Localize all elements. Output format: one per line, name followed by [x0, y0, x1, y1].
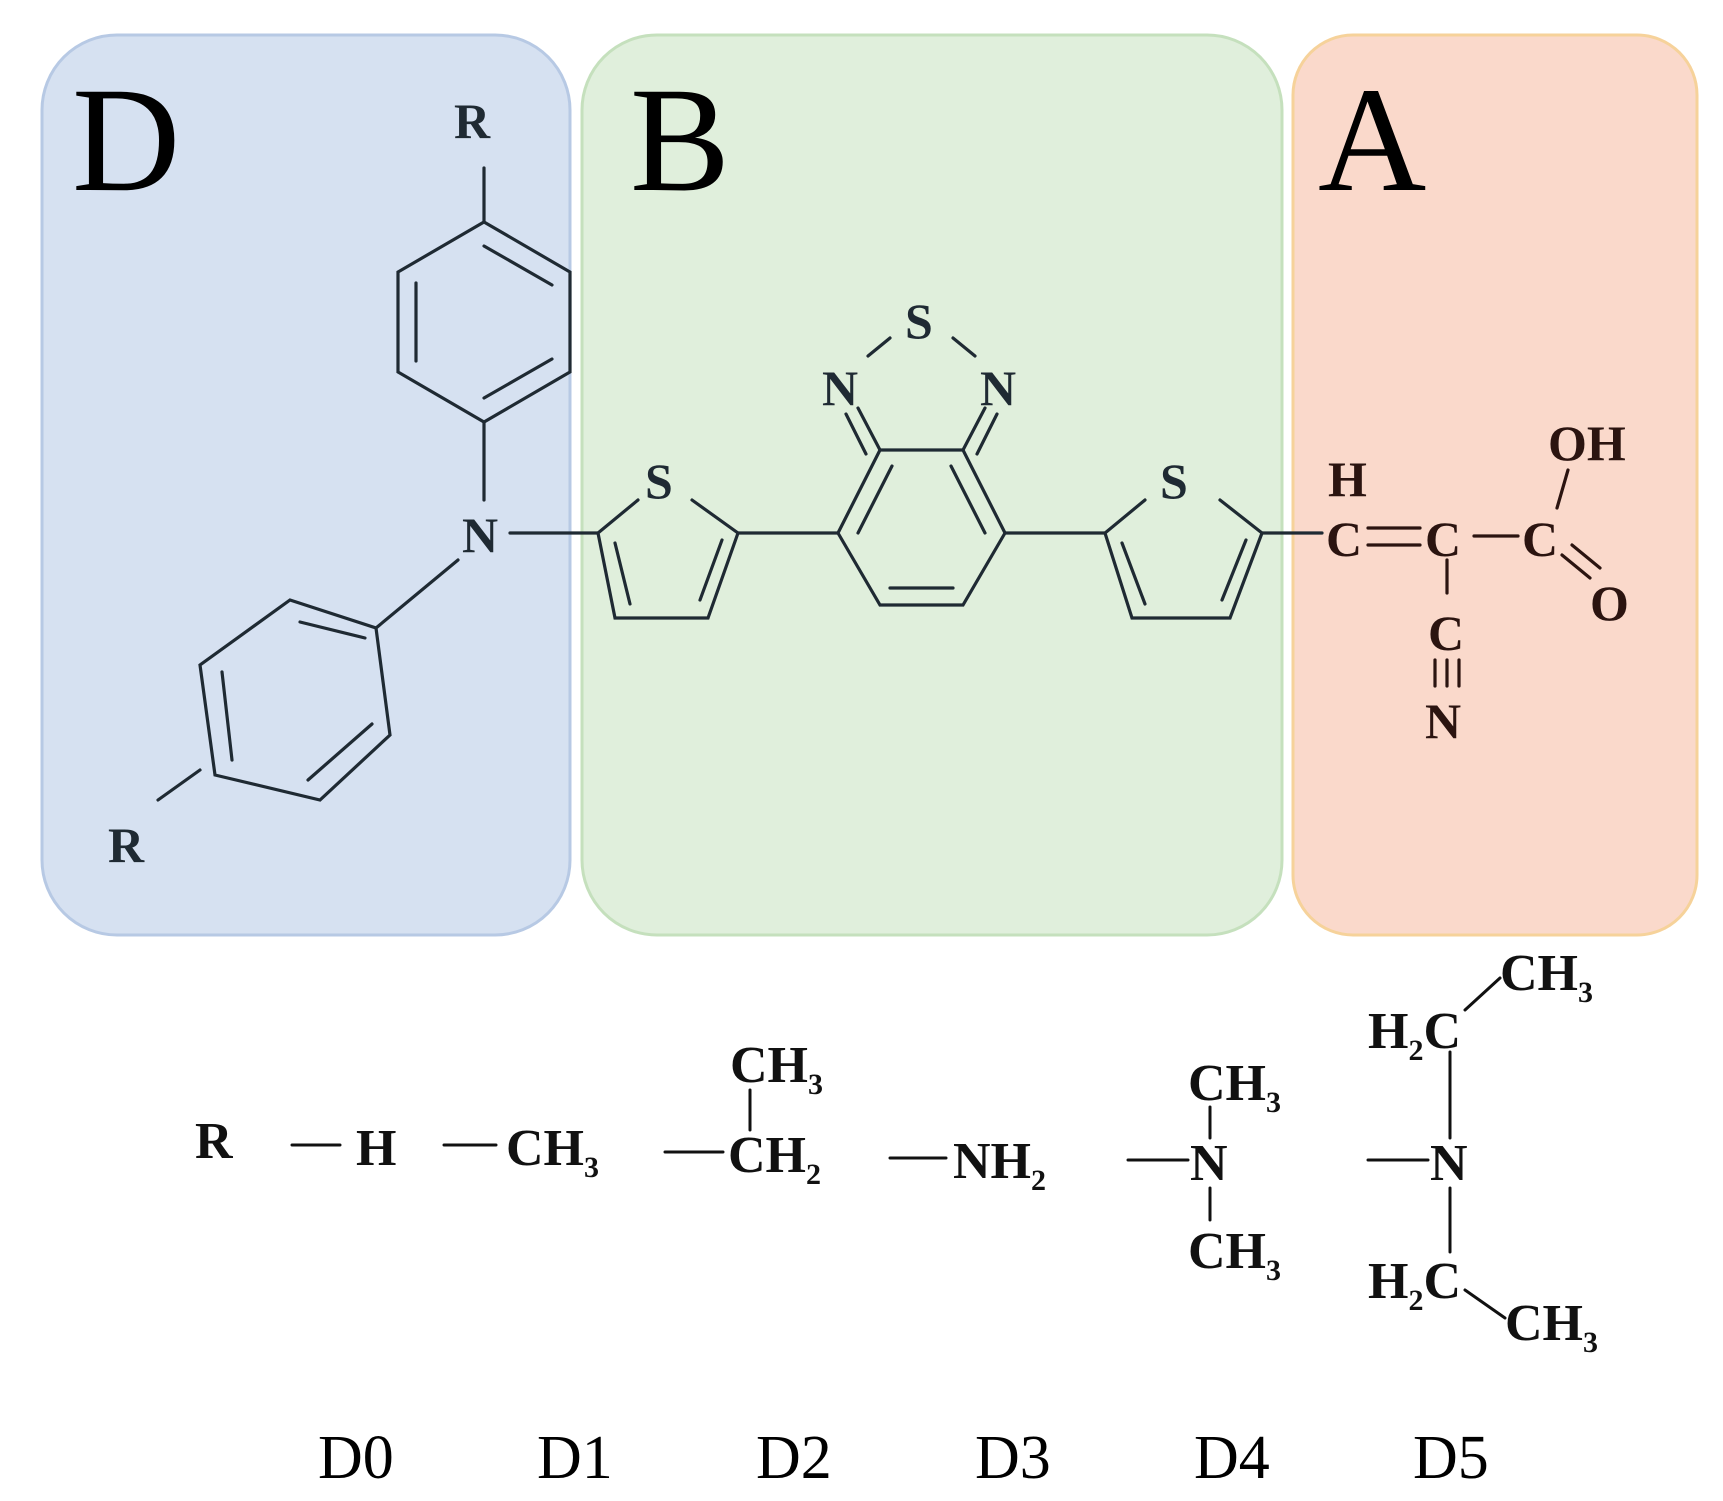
- acceptor-nitrogen-cyano: N: [1425, 693, 1461, 749]
- acceptor-carbon-carboxyl: C: [1522, 511, 1558, 567]
- d0-hydrogen: H: [356, 1120, 396, 1177]
- bridge-nitrogen-right: N: [980, 360, 1016, 416]
- d1-methyl: CH3: [506, 1120, 599, 1184]
- derivative-labels: D0 D1 D2 D3 D4 D5: [318, 1424, 1489, 1492]
- cyanoacrylic-acid-acceptor: H C C C OH O C N: [1326, 415, 1629, 749]
- acceptor-hydroxyl: OH: [1548, 415, 1626, 471]
- donor-nitrogen: N: [462, 507, 498, 563]
- acceptor-carbon-beta: C: [1425, 511, 1461, 567]
- bridge-region-letter: B: [630, 57, 730, 223]
- bridge-sulfur-top: S: [905, 293, 933, 349]
- bridge-nitrogen-left: N: [822, 360, 858, 416]
- d2-methylene: CH2: [728, 1127, 821, 1191]
- d4-methyl-top: CH3: [1188, 1055, 1281, 1119]
- label-d1: D1: [537, 1424, 613, 1492]
- bridge-structure: S S N N S: [596, 293, 1324, 620]
- bridge-sulfur-left: S: [645, 453, 673, 509]
- triphenylamine-donor: N R R: [108, 93, 600, 873]
- d4-nitrogen: N: [1190, 1135, 1228, 1192]
- acceptor-carbon-cyano: C: [1428, 605, 1464, 661]
- label-d3: D3: [975, 1424, 1051, 1492]
- acceptor-oxygen: O: [1590, 575, 1629, 631]
- d4-methyl-bottom: CH3: [1188, 1223, 1281, 1287]
- bridge-sulfur-right: S: [1160, 453, 1188, 509]
- acceptor-region-box: [1291, 33, 1699, 937]
- donor-r-top: R: [454, 93, 491, 149]
- d2-methyl: CH3: [730, 1037, 823, 1101]
- d5-ethyl-top-methyl: CH3: [1500, 945, 1593, 1009]
- substituent-list: R H CH3 CH2 CH3 NH2 N CH3 CH3 N H2C CH3 …: [195, 945, 1598, 1359]
- d5-ethyl-bottom-methyl: CH3: [1505, 1295, 1598, 1359]
- bridge-region-box: [580, 33, 1284, 937]
- label-d0: D0: [318, 1424, 394, 1492]
- d3-amino: NH2: [953, 1133, 1046, 1197]
- d5-ethyl-top-methylene: H2C: [1368, 1003, 1461, 1067]
- d5-ethyl-bottom-methylene: H2C: [1368, 1253, 1461, 1317]
- label-d5: D5: [1413, 1424, 1489, 1492]
- donor-region-box: [40, 33, 572, 937]
- label-d2: D2: [756, 1424, 832, 1492]
- donor-region-letter: D: [72, 57, 180, 223]
- label-d4: D4: [1194, 1424, 1270, 1492]
- substituent-r-label: R: [195, 1113, 234, 1170]
- acceptor-hydrogen: H: [1328, 451, 1367, 507]
- acceptor-region-letter: A: [1318, 57, 1426, 223]
- d5-nitrogen: N: [1430, 1135, 1468, 1192]
- acceptor-carbon-alpha: C: [1326, 511, 1362, 567]
- donor-r-bottom: R: [108, 817, 145, 873]
